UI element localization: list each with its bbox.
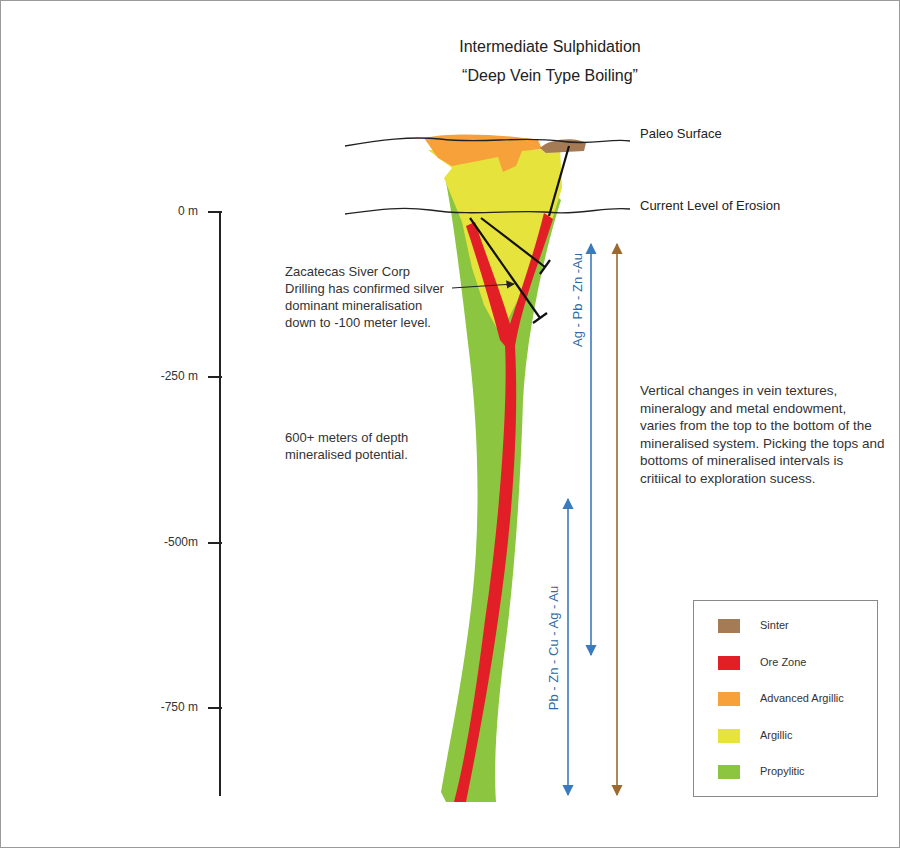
legend-row: Advanced Argillic — [718, 690, 873, 708]
metal-zoning: Ag - Pb - Zn -Au — [570, 253, 587, 347]
metal-zoning: Pb - Zn - Cu - Ag - Au — [546, 586, 563, 710]
legend-label: Argillic — [760, 729, 792, 741]
callout-note: Zacatecas Siver Corp Drilling has confir… — [285, 264, 447, 332]
legend-label: Sinter — [760, 619, 789, 631]
diagram-title: Intermediate Sulphidation — [350, 38, 750, 56]
range-arrow — [616, 244, 618, 795]
surface-label: Current Level of Erosion — [640, 198, 860, 215]
ore-zone — [454, 213, 553, 802]
depth-label: -750 m — [140, 700, 198, 716]
legend-label: Propylitic — [760, 765, 805, 777]
legend-label: Advanced Argillic — [760, 692, 844, 704]
legend-swatch — [718, 729, 740, 743]
legend-row: Sinter — [718, 617, 873, 635]
depth-label: -250 m — [140, 369, 198, 385]
note-text: 600+ meters of depth mineralised potenti… — [285, 430, 440, 464]
legend-swatch — [718, 656, 740, 670]
legend-row: Propylitic — [718, 763, 873, 781]
surface-label: Paleo Surface — [640, 126, 840, 143]
range-arrow — [590, 244, 592, 655]
erosion-surface-line — [345, 208, 630, 214]
legend-row: Ore Zone — [718, 654, 873, 672]
legend-frame — [694, 601, 878, 797]
drill-holes — [470, 146, 569, 323]
note-text: Vertical changes in vein textures, miner… — [640, 382, 885, 487]
depth-axis — [208, 212, 222, 796]
range-arrow — [567, 499, 569, 795]
depth-label: -500m — [140, 535, 198, 551]
legend-label: Ore Zone — [760, 656, 806, 668]
legend-swatch — [718, 692, 740, 706]
legend-row: Argillic — [718, 727, 873, 745]
legend-swatch — [718, 619, 740, 633]
legend-swatch — [718, 765, 740, 779]
depth-label: 0 m — [140, 204, 198, 220]
leader-line — [452, 284, 514, 288]
diagram-subtitle: “Deep Vein Type Boiling” — [350, 66, 750, 87]
paleo-surface-line — [345, 138, 630, 146]
